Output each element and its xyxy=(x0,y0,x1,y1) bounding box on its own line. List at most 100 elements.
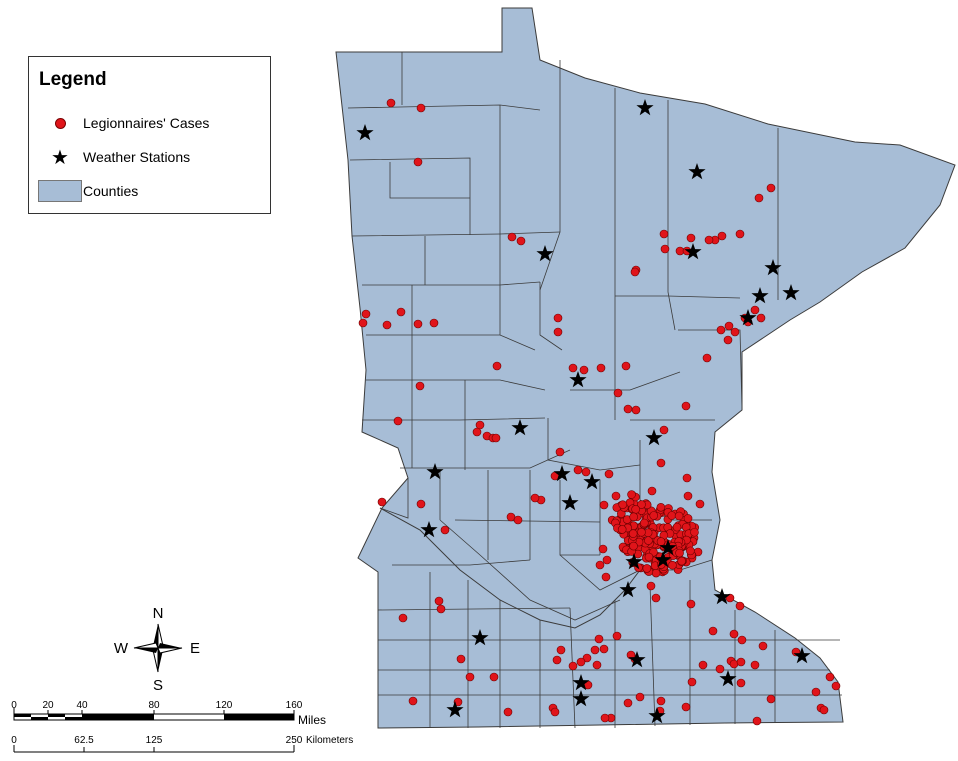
case-point xyxy=(681,401,691,411)
case-point xyxy=(416,499,426,509)
case-point xyxy=(672,522,682,532)
case-point xyxy=(735,601,745,611)
legend-label-cases: Legionnaires' Cases xyxy=(83,115,210,131)
case-point xyxy=(568,661,578,671)
case-point xyxy=(599,500,609,510)
miles-tick-40: 40 xyxy=(76,700,88,711)
case-point xyxy=(690,527,699,537)
case-point xyxy=(646,581,656,591)
case-point xyxy=(611,491,621,501)
legend-item-counties: Counties xyxy=(37,179,138,203)
case-point xyxy=(631,505,640,514)
weather-station-star xyxy=(648,707,666,724)
case-point xyxy=(686,599,696,609)
case-point xyxy=(695,499,705,509)
case-point xyxy=(729,629,739,639)
case-point xyxy=(440,525,450,535)
case-point xyxy=(507,232,517,242)
case-point xyxy=(704,235,714,245)
minnesota-state-outline xyxy=(335,7,956,729)
case-point xyxy=(358,318,368,328)
east-label: E xyxy=(190,640,200,657)
miles-tick-20: 20 xyxy=(42,700,54,711)
weather-station-star xyxy=(553,465,571,482)
case-point xyxy=(683,514,693,523)
km-tick-125: 125 xyxy=(146,735,163,746)
case-point xyxy=(649,511,659,520)
weather-station-star xyxy=(583,473,601,490)
weather-station-star xyxy=(659,539,677,556)
case-point xyxy=(660,244,670,254)
case-point xyxy=(825,672,835,682)
case-point xyxy=(766,183,776,193)
case-point xyxy=(737,635,747,645)
weather-station-star xyxy=(426,463,444,480)
weather-station-star xyxy=(654,551,672,568)
case-point xyxy=(393,416,403,426)
case-point xyxy=(656,696,666,706)
case-point xyxy=(698,660,708,670)
case-point xyxy=(413,157,423,167)
weather-station-star xyxy=(569,371,587,388)
case-point xyxy=(752,716,762,726)
case-point xyxy=(687,677,697,687)
case-point xyxy=(465,672,475,682)
case-point xyxy=(668,560,677,570)
case-point xyxy=(592,660,602,670)
km-tick-250: 250 xyxy=(286,735,303,746)
legend-item-cases: Legionnaires' Cases xyxy=(37,111,209,135)
case-point xyxy=(651,593,661,603)
case-point xyxy=(552,655,562,665)
case-point xyxy=(553,313,563,323)
case-point xyxy=(590,645,600,655)
county-borders xyxy=(347,52,842,729)
case-point xyxy=(681,702,691,712)
case-point xyxy=(754,193,764,203)
case-point xyxy=(686,546,695,556)
weather-station-star xyxy=(645,429,663,446)
case-point xyxy=(555,447,565,457)
case-point xyxy=(656,503,666,512)
weather-station-star xyxy=(625,553,643,570)
case-point xyxy=(556,645,566,655)
case-point xyxy=(627,490,636,499)
weather-station-star xyxy=(561,494,579,511)
case-point xyxy=(677,556,686,566)
case-point xyxy=(819,705,829,715)
weather-station-star xyxy=(471,629,489,646)
case-point xyxy=(516,236,526,246)
case-point xyxy=(600,713,610,723)
case-point xyxy=(618,500,628,509)
case-point xyxy=(723,335,733,345)
case-point xyxy=(766,694,776,704)
case-point xyxy=(599,644,609,654)
west-label: W xyxy=(114,640,129,657)
case-point xyxy=(628,529,638,538)
case-point xyxy=(682,473,692,483)
case-point xyxy=(635,692,645,702)
case-point xyxy=(598,544,608,554)
case-point xyxy=(396,307,406,317)
case-point xyxy=(491,433,501,443)
case-point xyxy=(613,388,623,398)
case-point xyxy=(377,497,387,507)
case-point xyxy=(659,425,669,435)
legend-item-stations: ★ Weather Stations xyxy=(37,145,190,169)
case-point xyxy=(756,313,766,323)
case-point xyxy=(717,231,727,241)
case-point xyxy=(640,518,649,528)
weather-station-star xyxy=(719,670,737,687)
miles-unit: Miles xyxy=(298,713,326,727)
case-point xyxy=(708,626,718,636)
county-swatch xyxy=(38,180,82,202)
case-point xyxy=(579,365,589,375)
case-point xyxy=(623,698,633,708)
north-arrow: N S E W xyxy=(114,605,200,694)
case-point xyxy=(631,405,641,415)
case-point xyxy=(656,537,666,546)
case-point xyxy=(489,672,499,682)
legend-label-stations: Weather Stations xyxy=(83,149,191,165)
case-point xyxy=(596,363,606,373)
case-point xyxy=(659,229,669,239)
